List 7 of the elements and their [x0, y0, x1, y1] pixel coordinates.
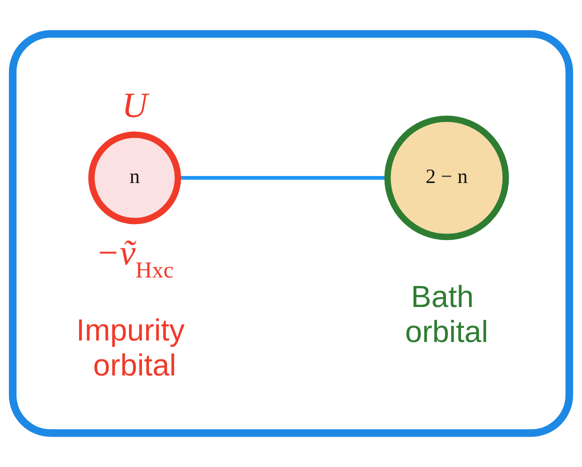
- orbital-circle: n: [88, 131, 182, 224]
- math-symbol: −ṽ$_{Hxc}$: [96, 232, 174, 282]
- frame-box: [8, 30, 574, 437]
- math-symbol: U: [122, 84, 148, 125]
- orbital-caption: Impurity orbital: [76, 314, 185, 383]
- orbital-circle: 2 − n: [384, 116, 509, 240]
- orbital-caption: Bath orbital: [405, 280, 488, 349]
